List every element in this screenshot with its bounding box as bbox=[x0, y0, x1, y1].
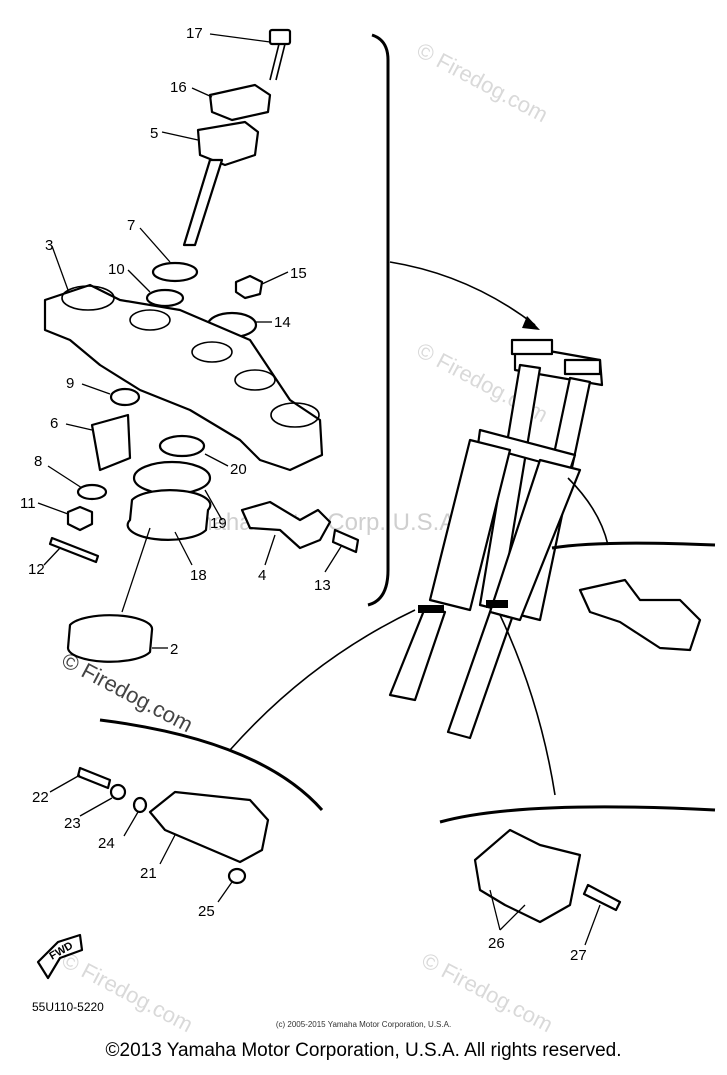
leader-23 bbox=[79, 797, 113, 817]
part-21-clamp bbox=[148, 790, 270, 864]
leader-25 bbox=[217, 881, 233, 903]
callout-4: 4 bbox=[258, 567, 266, 584]
part-26-guard bbox=[473, 828, 582, 924]
part-15-cap bbox=[234, 274, 264, 300]
leader-13 bbox=[324, 544, 343, 573]
leader-15 bbox=[261, 271, 289, 285]
part-18-bearing bbox=[126, 489, 212, 541]
leader-4 bbox=[264, 534, 276, 566]
callout-16: 16 bbox=[170, 79, 187, 96]
part-4-bracket bbox=[240, 500, 332, 550]
callout-11: 11 bbox=[20, 495, 36, 512]
part-23-washer bbox=[109, 783, 127, 801]
lower-group-line bbox=[99, 718, 324, 811]
callout-25: 25 bbox=[198, 903, 215, 920]
part-5-handlebar-holder bbox=[182, 120, 260, 247]
detail-bracket-line bbox=[551, 541, 716, 550]
leader-24 bbox=[123, 811, 139, 837]
arrow-to-lower-clamp bbox=[229, 609, 416, 751]
callout-2: 2 bbox=[170, 641, 178, 658]
callout-10: 10 bbox=[108, 261, 125, 278]
leader-18-to-2 bbox=[121, 527, 151, 613]
callout-labels: 17 16 5 7 3 10 15 14 9 6 20 8 19 11 18 4… bbox=[20, 25, 587, 964]
leader-21 bbox=[159, 834, 176, 865]
leader-17 bbox=[209, 33, 271, 43]
leader-18 bbox=[174, 531, 193, 566]
part-24-nut bbox=[132, 796, 148, 814]
callout-27: 27 bbox=[570, 947, 587, 964]
callout-6: 6 bbox=[50, 415, 58, 432]
leader-27 bbox=[584, 904, 601, 946]
callout-17: 17 bbox=[186, 25, 203, 42]
callout-20: 20 bbox=[230, 461, 247, 478]
callout-19: 19 bbox=[210, 515, 227, 532]
part-7-washer bbox=[151, 261, 199, 283]
leader-10 bbox=[127, 269, 151, 293]
leader-7 bbox=[139, 227, 171, 263]
guard-group-line bbox=[439, 805, 716, 824]
diagram-code: 55U110-5220 bbox=[32, 1000, 104, 1014]
leader-19 bbox=[204, 489, 223, 521]
part-8-washer bbox=[76, 483, 108, 501]
leader-8 bbox=[47, 465, 83, 489]
callout-26: 26 bbox=[488, 935, 505, 952]
leader-12 bbox=[43, 547, 61, 566]
callout-21: 21 bbox=[140, 865, 157, 882]
leader-26b bbox=[499, 904, 526, 931]
part-25-nut bbox=[227, 867, 247, 885]
arrow-to-bracket-detail bbox=[567, 477, 609, 546]
footer-copyright: ©2013 Yamaha Motor Corporation, U.S.A. A… bbox=[105, 1040, 622, 1061]
part-20-seal bbox=[158, 434, 206, 458]
callout-13: 13 bbox=[314, 577, 331, 594]
leader-3 bbox=[51, 245, 69, 291]
arrow-to-fork-top bbox=[389, 261, 536, 326]
callout-5: 5 bbox=[150, 125, 158, 142]
leader-11 bbox=[37, 502, 69, 515]
watermark-top-right: © Firedog.com bbox=[413, 37, 552, 127]
arrow-to-guard bbox=[499, 614, 556, 796]
fork-assembly bbox=[388, 338, 604, 740]
callout-12: 12 bbox=[28, 561, 45, 578]
leader-26a bbox=[489, 889, 501, 931]
part-22-bolt bbox=[76, 766, 112, 790]
part-27-bolt bbox=[582, 883, 622, 912]
leader-9 bbox=[81, 383, 111, 395]
part-6-collar bbox=[90, 413, 132, 472]
leader-6 bbox=[65, 423, 93, 431]
group-bracket bbox=[367, 33, 390, 607]
callout-7: 7 bbox=[127, 217, 135, 234]
part-11-nut bbox=[66, 505, 94, 532]
callout-3: 3 bbox=[45, 237, 53, 254]
leader-22 bbox=[49, 774, 81, 793]
part-9-washer bbox=[109, 387, 141, 407]
part-10-washer bbox=[145, 288, 185, 308]
leader-20 bbox=[204, 453, 229, 467]
detail-bracket bbox=[578, 578, 702, 652]
leader-16 bbox=[191, 87, 213, 98]
part-12-pin bbox=[48, 536, 100, 564]
callout-18: 18 bbox=[190, 567, 207, 584]
part-2-bearing bbox=[66, 614, 154, 663]
callout-24: 24 bbox=[98, 835, 115, 852]
callout-23: 23 bbox=[64, 815, 81, 832]
leader-5 bbox=[161, 131, 199, 141]
callout-8: 8 bbox=[34, 453, 42, 470]
arrow-head-top bbox=[522, 316, 540, 330]
callout-15: 15 bbox=[290, 265, 307, 282]
part-17-bolt bbox=[268, 28, 292, 81]
part-13-bolt bbox=[331, 528, 360, 554]
callout-22: 22 bbox=[32, 789, 49, 806]
fwd-arrow-icon: FWD bbox=[36, 933, 84, 980]
part-16-upper-clamp bbox=[208, 83, 272, 122]
footer-small-copyright: (c) 2005-2015 Yamaha Motor Corporation, … bbox=[275, 1020, 452, 1029]
callout-9: 9 bbox=[66, 375, 74, 392]
part-3-lower-crown bbox=[43, 283, 324, 472]
callout-14: 14 bbox=[274, 314, 291, 331]
